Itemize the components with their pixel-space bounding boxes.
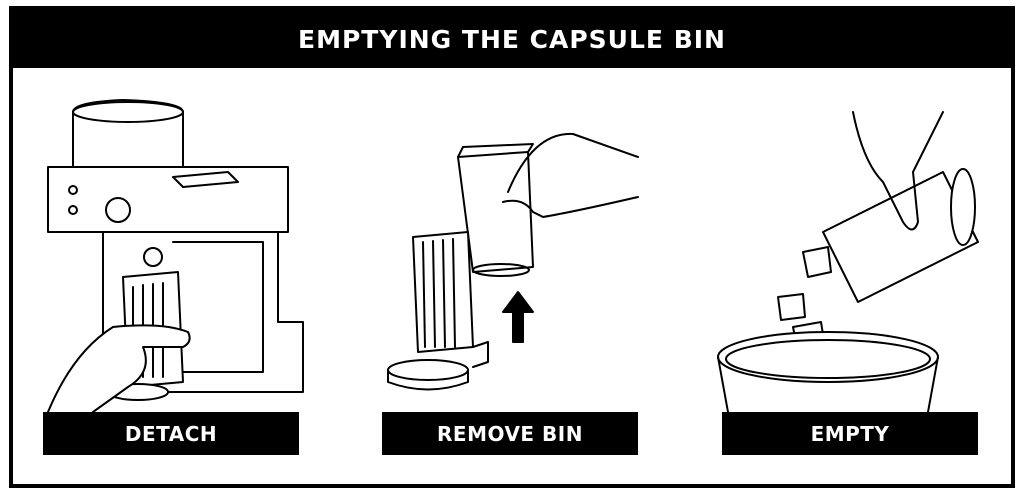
instruction-panel: EMPTYING THE CAPSULE BIN — [9, 6, 1015, 488]
empty-capsules-into-trash-illustration — [717, 111, 979, 412]
page-title: EMPTYING THE CAPSULE BIN — [13, 10, 1011, 68]
step-label-empty: EMPTY — [722, 412, 978, 455]
coffee-machine-detach-bin-illustration — [47, 99, 304, 412]
step-label-remove-bin: REMOVE BIN — [382, 412, 638, 455]
remove-bin-arrow-up-illustration — [387, 132, 639, 391]
step-label-detach: DETACH — [43, 412, 299, 455]
